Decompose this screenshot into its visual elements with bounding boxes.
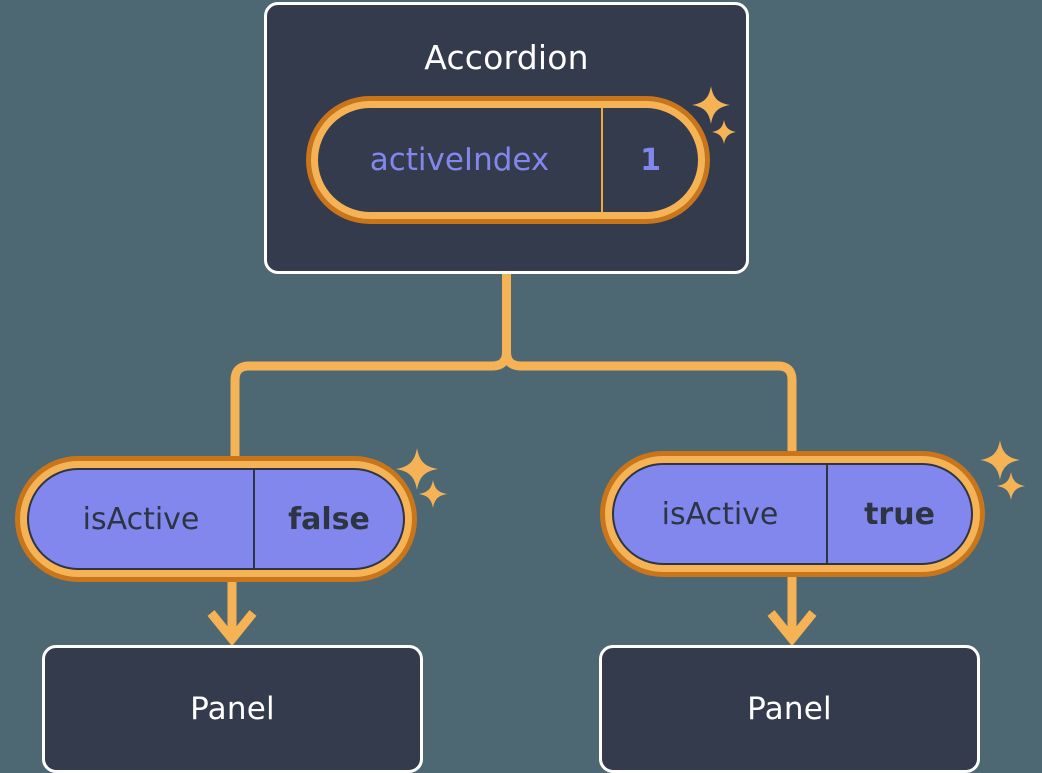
prop-name-is-active-right: isActive — [614, 465, 828, 563]
chip-body: isActive false — [27, 468, 405, 570]
chip-outer-ring: isActive true — [600, 451, 985, 577]
prop-value-is-active-right: true — [864, 496, 935, 532]
sparkle-small-icon — [996, 471, 1026, 501]
prop-name-active-index: activeIndex — [318, 108, 603, 212]
connector-branch-left — [230, 347, 511, 461]
chip-inner-ring: activeIndex 1 — [311, 101, 705, 219]
prop-value-is-active-left: false — [288, 501, 370, 537]
sparkle-small-icon — [418, 479, 448, 509]
chip-outer-ring: activeIndex 1 — [306, 96, 710, 224]
chip-inner-ring: isActive true — [605, 456, 980, 572]
prop-value-active-index: 1 — [640, 142, 661, 178]
prop-name-is-active-left: isActive — [29, 470, 255, 568]
sparkle-icon — [978, 438, 1022, 482]
chip-inner-ring: isActive false — [20, 461, 412, 577]
panel-title-left: Panel — [190, 691, 275, 727]
chip-outer-ring: isActive false — [15, 456, 417, 582]
prop-chip-is-active-true[interactable]: isActive true — [600, 451, 985, 577]
accordion-title: Accordion — [424, 38, 589, 77]
chip-body: isActive true — [612, 463, 973, 565]
connector-branch-right — [502, 347, 797, 456]
panel-title-right: Panel — [747, 691, 832, 727]
panel-component-card-right[interactable]: Panel — [599, 645, 980, 773]
prop-chip-active-index[interactable]: activeIndex 1 — [306, 96, 710, 224]
arrow-down-right — [767, 577, 817, 647]
prop-chip-is-active-false[interactable]: isActive false — [15, 456, 417, 582]
panel-component-card-left[interactable]: Panel — [42, 645, 423, 773]
chip-body: activeIndex 1 — [318, 108, 698, 212]
arrow-down-left — [207, 582, 257, 647]
